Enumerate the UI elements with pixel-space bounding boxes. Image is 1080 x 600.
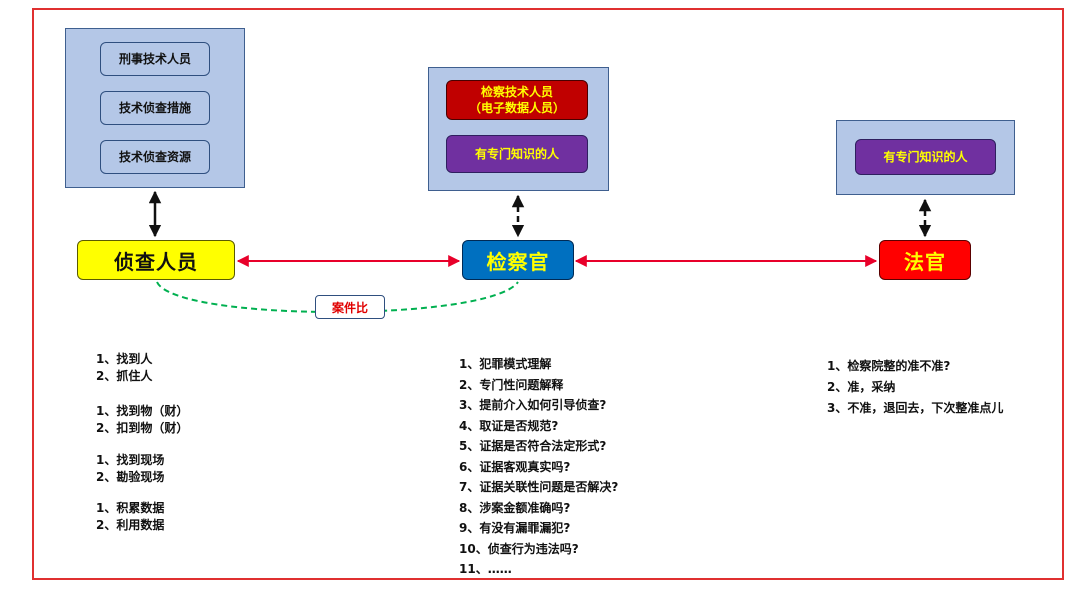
list-item: 2、专门性问题解释: [459, 377, 564, 392]
list-item: 10、侦查行为违法吗?: [459, 541, 579, 556]
list-item: 3、不准，退回去，下次整准点儿: [827, 401, 1004, 415]
list-item: 1、找到人: [96, 352, 153, 366]
list-item: 7、证据关联性问题是否解决?: [459, 480, 619, 494]
list-item: 1、找到现场: [96, 453, 165, 467]
list-item: 2、勘验现场: [96, 470, 165, 484]
list-item: 2、利用数据: [96, 518, 165, 532]
investigator-notes-group-1: 1、找到人 2、抓住人: [96, 351, 152, 385]
list-item: 4、取证是否规范?: [459, 418, 559, 433]
investigator-notes-group-3: 1、找到现场 2、勘验现场: [96, 452, 164, 486]
right-expert-chip: 有专门知识的人: [855, 139, 996, 175]
prosecutor-notes: 1、犯罪模式理解 2、专门性问题解释 3、提前介入如何引导侦查? 4、取证是否规…: [459, 354, 618, 580]
judge-notes: 1、检察院整的准不准? 2、准，采纳 3、不准，退回去，下次整准点儿: [827, 356, 1003, 419]
list-item: 9、有没有漏罪漏犯?: [459, 521, 571, 535]
case-ratio-label: 案件比: [315, 295, 385, 319]
judge-node: 法官: [879, 240, 971, 280]
list-item: 2、准，采纳: [827, 380, 896, 394]
list-item: 1、找到物（财）: [96, 404, 189, 418]
list-item: 11、……: [459, 562, 512, 576]
investigator-notes-group-4: 1、积累数据 2、利用数据: [96, 500, 164, 534]
list-item: 2、抓住人: [96, 369, 153, 383]
list-item: 6、证据客观真实吗?: [459, 459, 571, 474]
list-item: 2、扣到物（财）: [96, 421, 189, 435]
diagram-frame: [32, 8, 1064, 580]
prosecution-technician-chip: 检察技术人员 （电子数据人员）: [446, 80, 588, 120]
tech-investigation-resources-chip: 技术侦查资源: [100, 140, 210, 174]
investigator-notes-group-2: 1、找到物（财） 2、扣到物（财）: [96, 403, 188, 437]
list-item: 1、犯罪模式理解: [459, 357, 552, 371]
investigator-node: 侦查人员: [77, 240, 235, 280]
forensic-technician-chip: 刑事技术人员: [100, 42, 210, 76]
list-item: 5、证据是否符合法定形式?: [459, 439, 607, 453]
center-expert-chip: 有专门知识的人: [446, 135, 588, 173]
list-item: 1、检察院整的准不准?: [827, 359, 951, 373]
prosecutor-node: 检察官: [462, 240, 574, 280]
list-item: 1、积累数据: [96, 501, 165, 515]
list-item: 3、提前介入如何引导侦查?: [459, 398, 607, 412]
tech-investigation-measures-chip: 技术侦查措施: [100, 91, 210, 125]
list-item: 8、涉案金额准确吗?: [459, 500, 571, 515]
